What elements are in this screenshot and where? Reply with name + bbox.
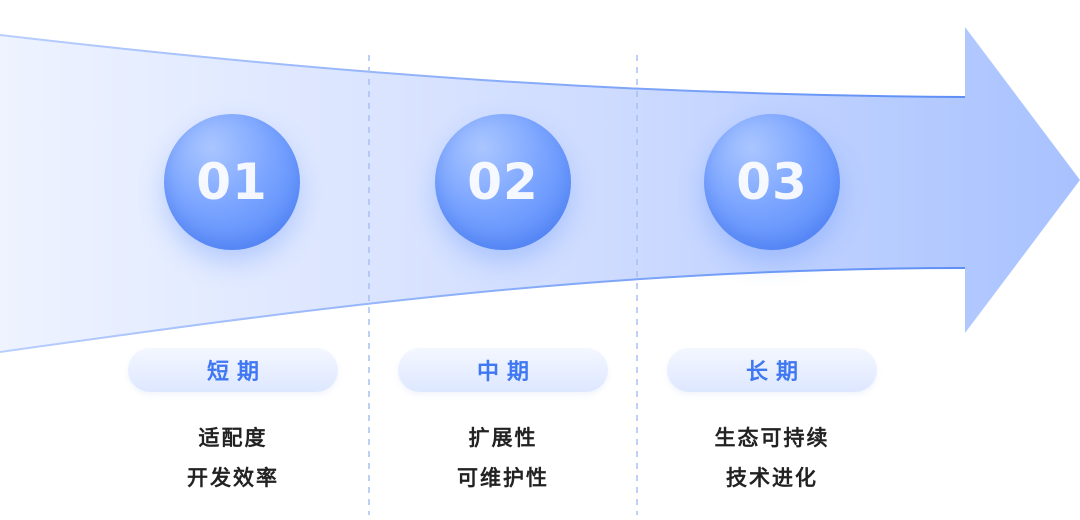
phase-1-badge: 01 [164, 114, 300, 250]
phase-3-number: 03 [736, 153, 808, 211]
phase-3-term: 长期 [745, 360, 806, 385]
phase-1-line-1: 适配度 [198, 426, 268, 450]
arrow-top-edge [0, 34, 966, 98]
phase-2-number: 02 [467, 153, 539, 211]
phase-2-term: 中期 [476, 360, 537, 385]
arrow-bottom-edge [0, 267, 966, 353]
phase-1-pill: 短期 [128, 348, 338, 392]
phase-2-description: 扩展性 可维护性 [398, 418, 608, 498]
phase-2-pill: 中期 [398, 348, 608, 392]
phase-3-pill: 长期 [667, 348, 877, 392]
phase-1-description: 适配度 开发效率 [128, 418, 338, 498]
phase-1-number: 01 [196, 153, 268, 211]
phase-1-line-2: 开发效率 [187, 466, 279, 490]
phase-3-line-2: 技术进化 [726, 466, 818, 490]
phase-2-line-2: 可维护性 [457, 466, 549, 490]
phase-2-line-1: 扩展性 [468, 426, 538, 450]
phase-3-badge: 03 [704, 114, 840, 250]
phase-2-badge: 02 [435, 114, 571, 250]
phase-3-line-1: 生态可持续 [714, 426, 830, 450]
phase-3-description: 生态可持续 技术进化 [667, 418, 877, 498]
phase-1-term: 短期 [206, 360, 267, 385]
